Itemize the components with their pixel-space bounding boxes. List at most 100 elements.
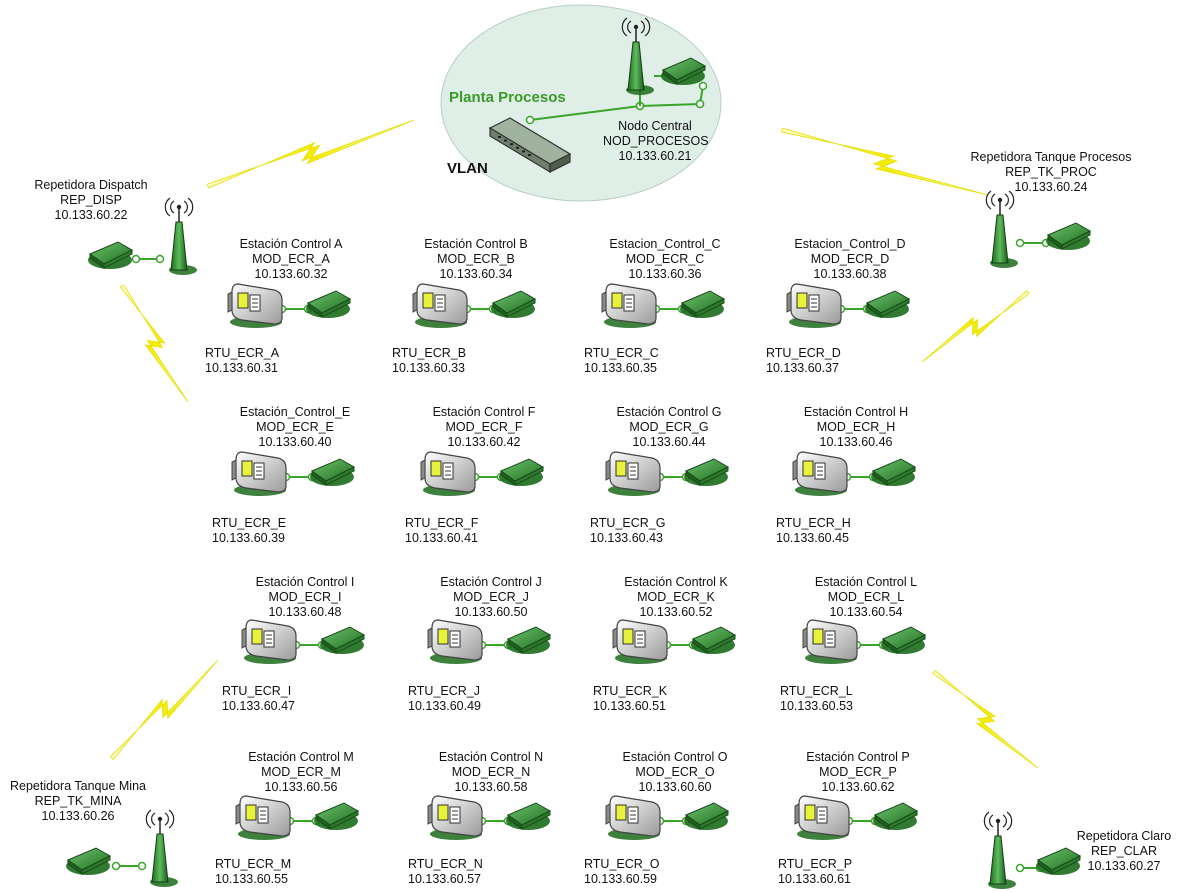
repeater-id: REP_TK_PROC — [1005, 165, 1097, 179]
station-name: Estación Control P — [806, 750, 910, 764]
rtu-icon — [412, 283, 468, 328]
modem-id: MOD_ECR_B — [437, 252, 515, 266]
rtu-icon — [241, 619, 297, 664]
rtu-icon — [802, 619, 858, 664]
link-endpoint — [155, 254, 165, 264]
link-endpoint — [1015, 238, 1025, 248]
modem-id: MOD_ECR_L — [827, 590, 905, 604]
repeater-name: Repetidora Tanque Mina — [10, 779, 146, 793]
rtu-id: RTU_ECR_P — [778, 857, 853, 871]
radio-modem-icon — [680, 290, 726, 318]
antenna-icon — [164, 197, 197, 275]
rtu-id: RTU_ECR_F — [405, 516, 479, 530]
radio-modem-icon — [871, 458, 917, 486]
plant-label: Planta Procesos — [449, 89, 566, 106]
rtu-id: RTU_ECR_B — [392, 346, 467, 360]
rtu-ip: 10.133.60.47 — [222, 699, 295, 713]
station-name: Estación Control A — [239, 237, 343, 251]
radio-modem-icon — [661, 57, 707, 85]
antenna-icon — [983, 811, 1016, 889]
radio-modem-icon — [1046, 222, 1092, 250]
radio-modem-icon — [684, 802, 730, 830]
lightning-link-icon — [206, 119, 415, 189]
modem-ip: 10.133.60.62 — [821, 780, 895, 794]
lightning-link-icon — [921, 289, 1030, 363]
station-name: Estacion_Control_D — [794, 237, 906, 251]
repeater-ip: 10.133.60.24 — [1014, 180, 1088, 194]
rtu-icon — [612, 619, 668, 664]
rtu-ip: 10.133.60.55 — [215, 872, 288, 886]
link-endpoint — [1015, 863, 1025, 873]
modem-ip: 10.133.60.36 — [628, 267, 702, 281]
radio-modem-icon — [1036, 847, 1082, 875]
central-area-ellipse — [440, 4, 722, 202]
modem-ip: 10.133.60.38 — [813, 267, 887, 281]
station-name: Estación Control J — [440, 575, 542, 589]
radio-modem-icon — [88, 241, 134, 269]
antenna-icon — [145, 809, 178, 887]
link-endpoint — [137, 861, 147, 871]
modem-id: MOD_ECR_A — [252, 252, 330, 266]
radio-modem-icon — [320, 626, 366, 654]
modem-id: MOD_ECR_O — [635, 765, 715, 779]
lightning-link-icon — [119, 284, 189, 403]
modem-id: MOD_ECR_H — [816, 420, 896, 434]
modem-id: MOD_ECR_I — [268, 590, 342, 604]
repeater-id: REP_CLAR — [1091, 844, 1157, 858]
modem-ip: 10.133.60.48 — [268, 605, 342, 619]
rtu-id: RTU_ECR_H — [776, 516, 851, 530]
repeater-disp-label: Repetidora Dispatch REP_DISP 10.133.60.2… — [30, 178, 152, 223]
rtu-ip: 10.133.60.51 — [593, 699, 666, 713]
rtu-icon — [427, 795, 483, 840]
link-endpoint — [695, 99, 705, 109]
repeater-ip: 10.133.60.26 — [41, 809, 115, 823]
rtu-id: RTU_ECR_N — [408, 857, 483, 871]
link-line — [529, 105, 641, 121]
rtu-icon — [231, 451, 287, 496]
rtu-icon — [605, 451, 661, 496]
modem-ip: 10.133.60.34 — [439, 267, 513, 281]
rtu-ip: 10.133.60.39 — [212, 531, 285, 545]
station-name: Estación Control M — [248, 750, 354, 764]
modem-id: MOD_ECR_D — [810, 252, 890, 266]
modem-id: MOD_ECR_F — [445, 420, 523, 434]
rtu-ip: 10.133.60.61 — [778, 872, 851, 886]
modem-ip: 10.133.60.44 — [632, 435, 706, 449]
modem-id: MOD_ECR_J — [453, 590, 529, 604]
rtu-ip: 10.133.60.43 — [590, 531, 663, 545]
radio-modem-icon — [499, 458, 545, 486]
modem-id: MOD_ECR_N — [451, 765, 531, 779]
repeater-clar-label: Repetidora Claro REP_CLAR 10.133.60.27 — [1070, 829, 1178, 874]
antenna-icon — [985, 190, 1018, 268]
rtu-ip: 10.133.60.31 — [205, 361, 278, 375]
station-name: Estación Control L — [814, 575, 918, 589]
rtu-id: RTU_ECR_J — [408, 684, 481, 698]
central-node-id: NOD_PROCESOS — [603, 134, 709, 148]
radio-modem-icon — [306, 290, 352, 318]
radio-modem-icon — [873, 802, 919, 830]
repeater-tkmina-label: Repetidora Tanque Mina REP_TK_MINA 10.13… — [8, 779, 148, 824]
station-name: Estación Control N — [438, 750, 544, 764]
modem-ip: 10.133.60.52 — [639, 605, 713, 619]
central-node-ip: 10.133.60.21 — [618, 149, 692, 163]
rtu-icon — [786, 283, 842, 328]
rtu-icon — [227, 283, 283, 328]
rtu-ip: 10.133.60.59 — [584, 872, 657, 886]
lightning-link-icon — [110, 659, 219, 761]
central-node-name: Nodo Central — [618, 119, 692, 133]
rtu-ip: 10.133.60.41 — [405, 531, 478, 545]
repeater-id: REP_DISP — [60, 193, 122, 207]
radio-modem-icon — [691, 626, 737, 654]
station-name: Estación Control O — [622, 750, 728, 764]
modem-ip: 10.133.60.54 — [829, 605, 903, 619]
